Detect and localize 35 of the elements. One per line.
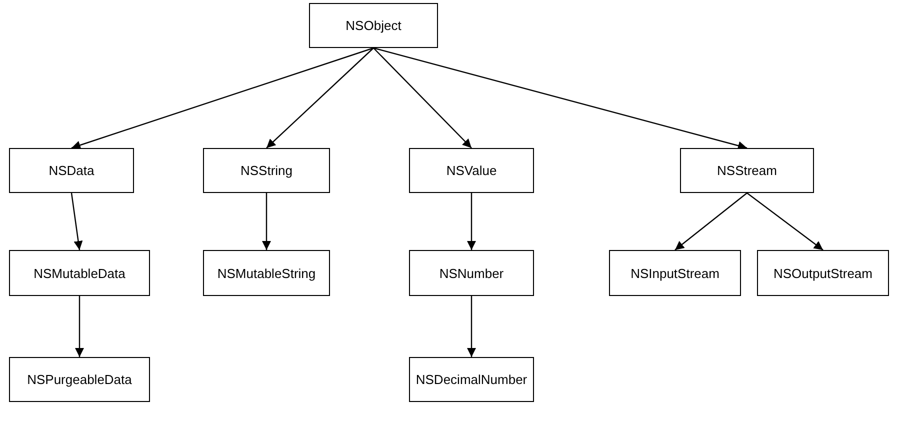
class-name: NSData <box>48 163 94 178</box>
class-name: NSNumber <box>439 266 504 280</box>
class-name: NSMutableString <box>217 266 316 280</box>
class-box <box>757 250 889 296</box>
class-box <box>9 148 134 193</box>
class-box <box>609 250 741 296</box>
inheritance-arrow <box>746 192 824 250</box>
class-name: NSPurgeableData <box>27 372 132 387</box>
inheritance-arrow <box>467 193 476 250</box>
class-name: NSValue <box>446 163 497 178</box>
class-box <box>203 250 330 296</box>
class-name: NSString <box>240 163 293 178</box>
class-box <box>409 357 534 402</box>
class-box <box>309 3 438 48</box>
class-box <box>409 250 534 296</box>
class-name: NSDecimalNumber <box>416 372 528 387</box>
class-box <box>203 148 330 193</box>
class-box <box>9 357 150 402</box>
inheritance-arrow <box>674 192 748 250</box>
inheritance-arrow <box>373 48 472 148</box>
inheritance-arrow <box>262 193 271 250</box>
inheritance-arrow <box>373 47 748 150</box>
inheritance-arrow <box>467 296 476 357</box>
class-name: NSInputStream <box>630 266 720 280</box>
inheritance-arrow <box>71 47 374 150</box>
class-name: NSObject <box>346 18 402 33</box>
inheritance-arrow <box>266 48 374 148</box>
class-box <box>409 148 534 193</box>
class-box <box>680 148 814 193</box>
class-box <box>9 250 150 296</box>
inheritance-arrow <box>75 296 84 357</box>
inheritance-arrow <box>70 192 83 250</box>
class-name: NSStream <box>717 163 777 178</box>
class-name: NSOutputStream <box>774 266 872 280</box>
class-name: NSMutableData <box>34 266 126 280</box>
